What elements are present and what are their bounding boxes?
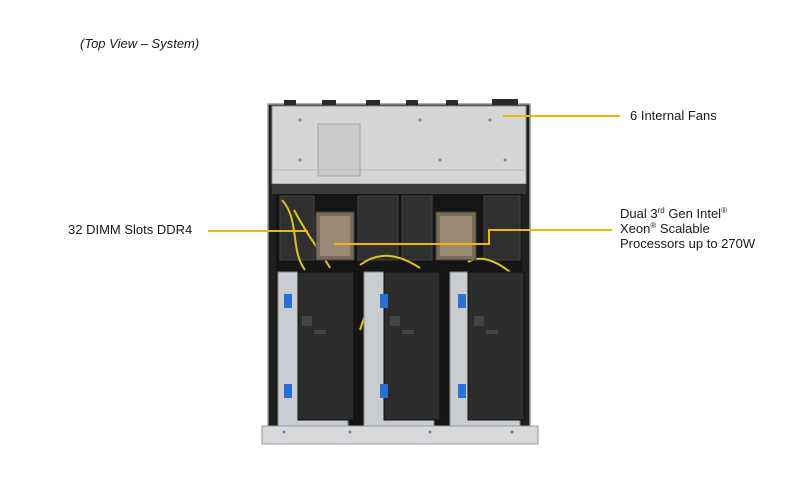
- power-cables: [281, 199, 511, 331]
- dimm-leader-line: [208, 230, 308, 232]
- cpu-leader-vertical: [488, 229, 490, 245]
- dimm-bank: [279, 195, 521, 261]
- blue-latch: [284, 294, 466, 398]
- cpu-heatsink-2: [435, 211, 477, 261]
- fan-strip: [272, 184, 526, 194]
- fan-connector-row: [284, 99, 518, 107]
- cpu-label: Dual 3rd Gen Intel® Xeon® Scalable Proce…: [620, 206, 756, 251]
- front-panel: [261, 425, 539, 445]
- fans-label: 6 Internal Fans: [630, 108, 717, 123]
- addin-card: [297, 271, 525, 421]
- fans-leader-line: [503, 115, 620, 117]
- cpu-leader-lower: [334, 243, 490, 245]
- cpu-heatsink-1: [315, 211, 355, 261]
- cpu-leader-line: [488, 229, 612, 231]
- view-caption: (Top View – System): [80, 36, 200, 51]
- fan-shroud-cover: [271, 105, 527, 185]
- dimm-label: 32 DIMM Slots DDR4: [68, 222, 193, 237]
